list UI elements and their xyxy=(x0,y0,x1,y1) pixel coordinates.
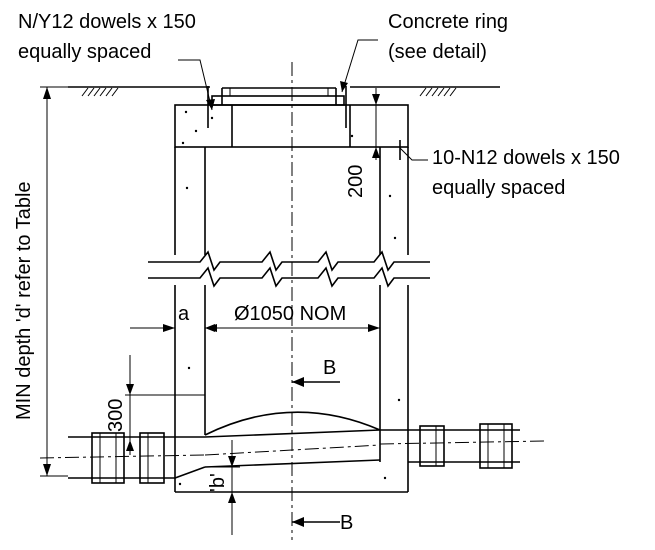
concrete-ring xyxy=(207,86,347,128)
shaft-wall-right xyxy=(379,147,409,492)
label-min-depth: MIN depth 'd' refer to Table xyxy=(13,181,35,420)
section-marker-top xyxy=(292,377,340,387)
label-dowels-side-line1: 10-N12 dowels x 150 xyxy=(432,147,620,169)
dim-300 xyxy=(125,355,205,455)
break-lines xyxy=(148,250,430,288)
label-dowels-top-line1: N/Y12 dowels x 150 xyxy=(18,11,196,33)
label-concrete-ring-line1: Concrete ring xyxy=(388,11,508,33)
label-section-b-top: B xyxy=(323,357,336,379)
leader-dowels-side xyxy=(399,140,428,161)
shaft-wall-left xyxy=(174,147,206,492)
label-dim-200: 200 xyxy=(345,165,367,198)
label-concrete-ring-line2: (see detail) xyxy=(388,41,487,63)
label-dim-a: a xyxy=(178,303,190,325)
label-section-b-bottom: B xyxy=(340,512,353,534)
dim-a xyxy=(130,324,215,332)
label-dim-300: 300 xyxy=(105,399,127,432)
ground-hatch-left xyxy=(80,86,120,97)
leader-dowels-top xyxy=(178,59,215,111)
label-dowels-top-line2: equally spaced xyxy=(18,41,151,63)
dim-b xyxy=(205,440,240,535)
dim-min-depth xyxy=(40,86,68,477)
concrete-aggregate xyxy=(178,110,401,486)
ground-hatch-right xyxy=(418,86,462,97)
section-marker-bottom xyxy=(292,517,340,527)
dim-diameter xyxy=(205,324,380,332)
pipe xyxy=(39,423,546,484)
label-diameter: Ø1050 NOM xyxy=(234,303,346,325)
label-dim-b: 'b' xyxy=(207,473,229,492)
leader-concrete-ring xyxy=(340,39,378,93)
dim-200 xyxy=(370,88,408,160)
label-dowels-side-line2: equally spaced xyxy=(432,177,565,199)
